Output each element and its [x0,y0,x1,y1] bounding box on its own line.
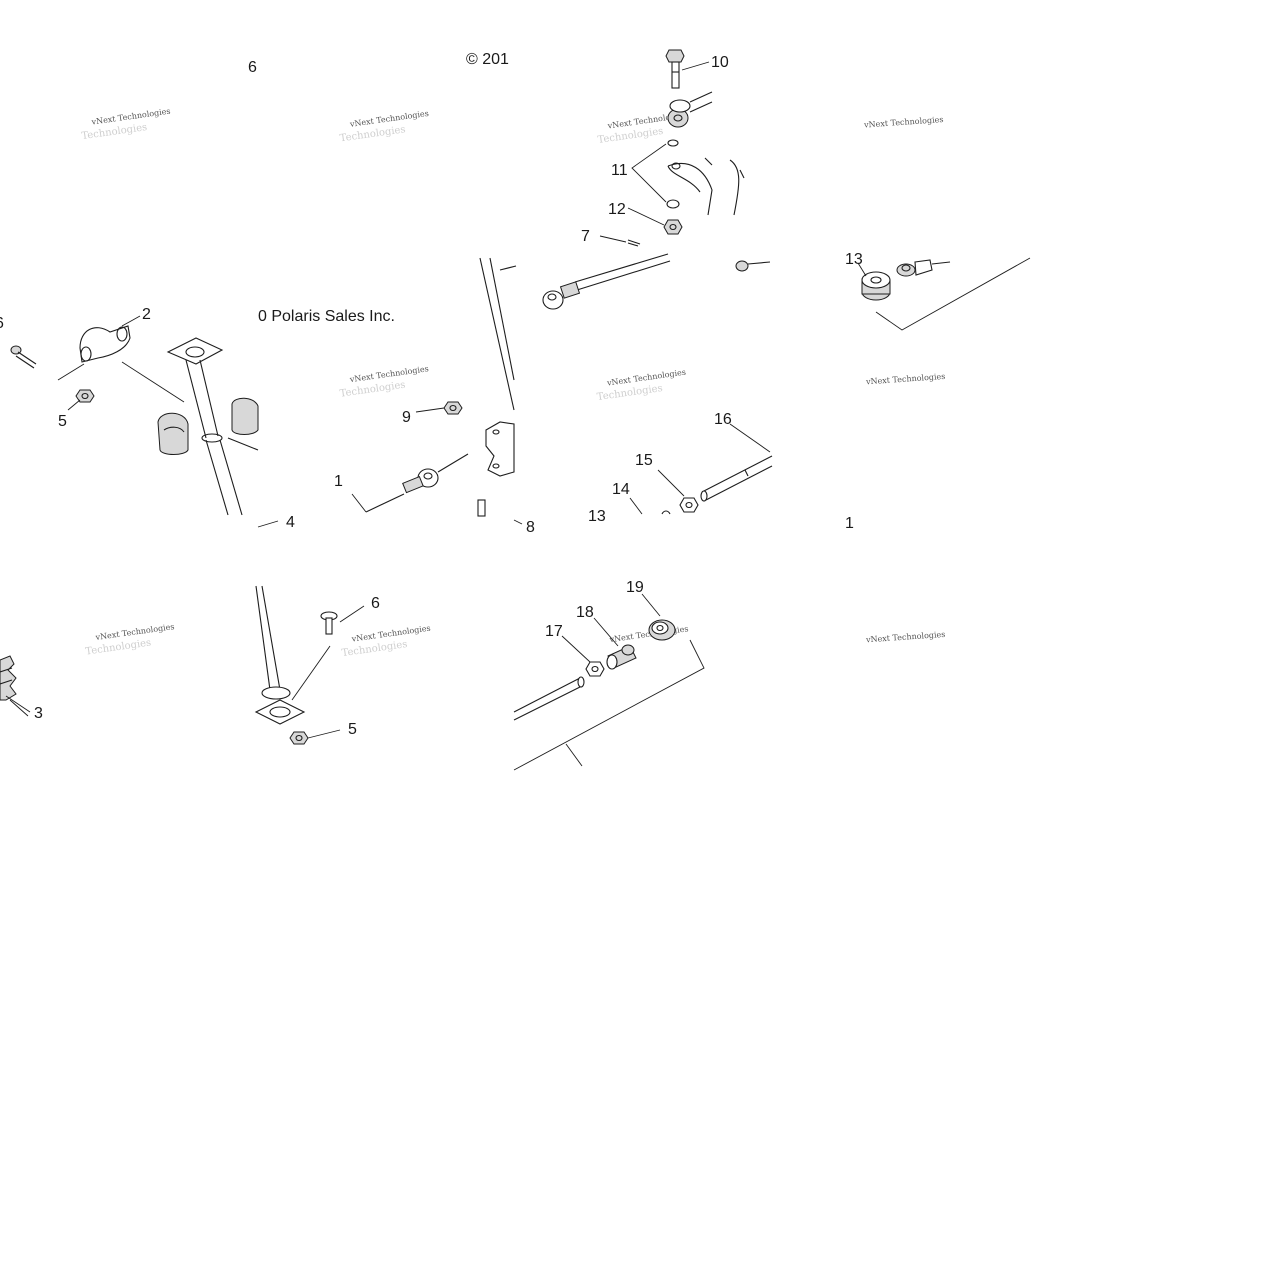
boot-3 [0,655,17,701]
column-shaft-center [479,257,517,411]
watermark-11: vNext Technologies [865,630,946,645]
watermark-6: vNext Technologies Technologies [596,368,686,404]
rod-end-13 [861,259,951,301]
watermark-10: vNext Technologies [608,624,689,644]
nut-5-left [75,389,95,403]
nut-15 [679,497,699,513]
watermark-4: vNext Technologies [863,115,944,130]
watermark-text: vNext Technologies [608,624,689,644]
watermark-1: vNext Technologies Technologies [81,107,171,143]
assembly-bracket-lower [513,639,705,771]
nut-5-bottom [289,731,309,745]
callout-15: 15 [635,452,653,469]
callout-2: 2 [142,306,151,323]
linkage-rod-upper [542,253,671,310]
shaft-16 [700,455,773,502]
bolt-10 [665,49,685,89]
watermark-text: Technologies [597,126,664,146]
callout-7: 7 [581,228,590,245]
watermark-text: Technologies [339,124,406,144]
tie-rod-lower [513,676,585,721]
rod-end-upper [667,91,713,128]
tie-rod-1-mid [365,453,469,513]
watermark-text: Technologies [81,122,148,142]
callout-1-mid: 1 [334,473,343,490]
washer-11a [667,139,679,147]
callout-18: 18 [576,604,594,621]
stud-8 [477,499,486,517]
rod-end-19 [648,619,676,641]
nut-9 [443,401,463,415]
watermark-text: vNext Technologies [863,115,944,130]
lower-post [254,585,306,725]
watermark-text: Technologies [596,383,663,403]
callout-16: 16 [714,411,732,428]
watermark-text: Technologies [341,639,408,659]
nut-12 [663,219,683,235]
callout-14: 14 [612,481,630,498]
bolt-6-bottom [320,611,338,635]
washer-11b [666,199,680,209]
callout-6-top: 6 [248,59,257,76]
adjuster-18 [606,644,637,670]
callout-12: 12 [608,201,626,218]
watermark-text: vNext Technologies [865,372,946,387]
watermark-text: vNext Technologies [865,630,946,645]
bolt-6-left [10,345,37,369]
watermark-8: vNext Technologies Technologies [85,622,175,658]
callout-13-mid: 13 [588,508,606,525]
callout-4: 4 [286,514,295,531]
callout-6-bottom: 6 [371,595,380,612]
callout-5-left: 5 [58,413,67,430]
bolt-small-right [735,260,771,272]
callout-17: 17 [545,623,563,640]
callout-9: 9 [402,409,411,426]
bracket-arm [667,157,745,216]
pitman-bracket [485,421,515,477]
steering-post [166,337,259,516]
callout-19: 19 [626,579,644,596]
copyright-fragment-a: © 201 [466,51,509,68]
bushing-block-right [231,397,259,435]
watermark-text: Technologies [339,380,406,400]
clamp-2 [79,325,131,363]
cotter-pin-7 [627,239,641,247]
callout-3: 3 [34,705,43,722]
watermark-2: vNext Technologies Technologies [339,109,429,145]
watermark-text: Technologies [85,637,152,657]
watermark-9: vNext Technologies Technologies [341,624,431,660]
watermark-7: vNext Technologies [865,372,946,387]
bushing-block-left [157,412,189,455]
callout-10: 10 [711,54,729,71]
callout-8: 8 [526,519,535,536]
callout-5-bottom: 5 [348,721,357,738]
callout-6-left: 6 [0,315,4,332]
callout-1-right: 1 [845,515,854,532]
copyright-fragment-b: 0 Polaris Sales Inc. [258,308,395,325]
nut-17 [585,661,605,677]
callout-11: 11 [611,162,628,179]
assembly-bracket-top-right [875,257,1031,331]
watermark-5: vNext Technologies Technologies [339,364,429,400]
callout-13-top: 13 [845,251,863,268]
